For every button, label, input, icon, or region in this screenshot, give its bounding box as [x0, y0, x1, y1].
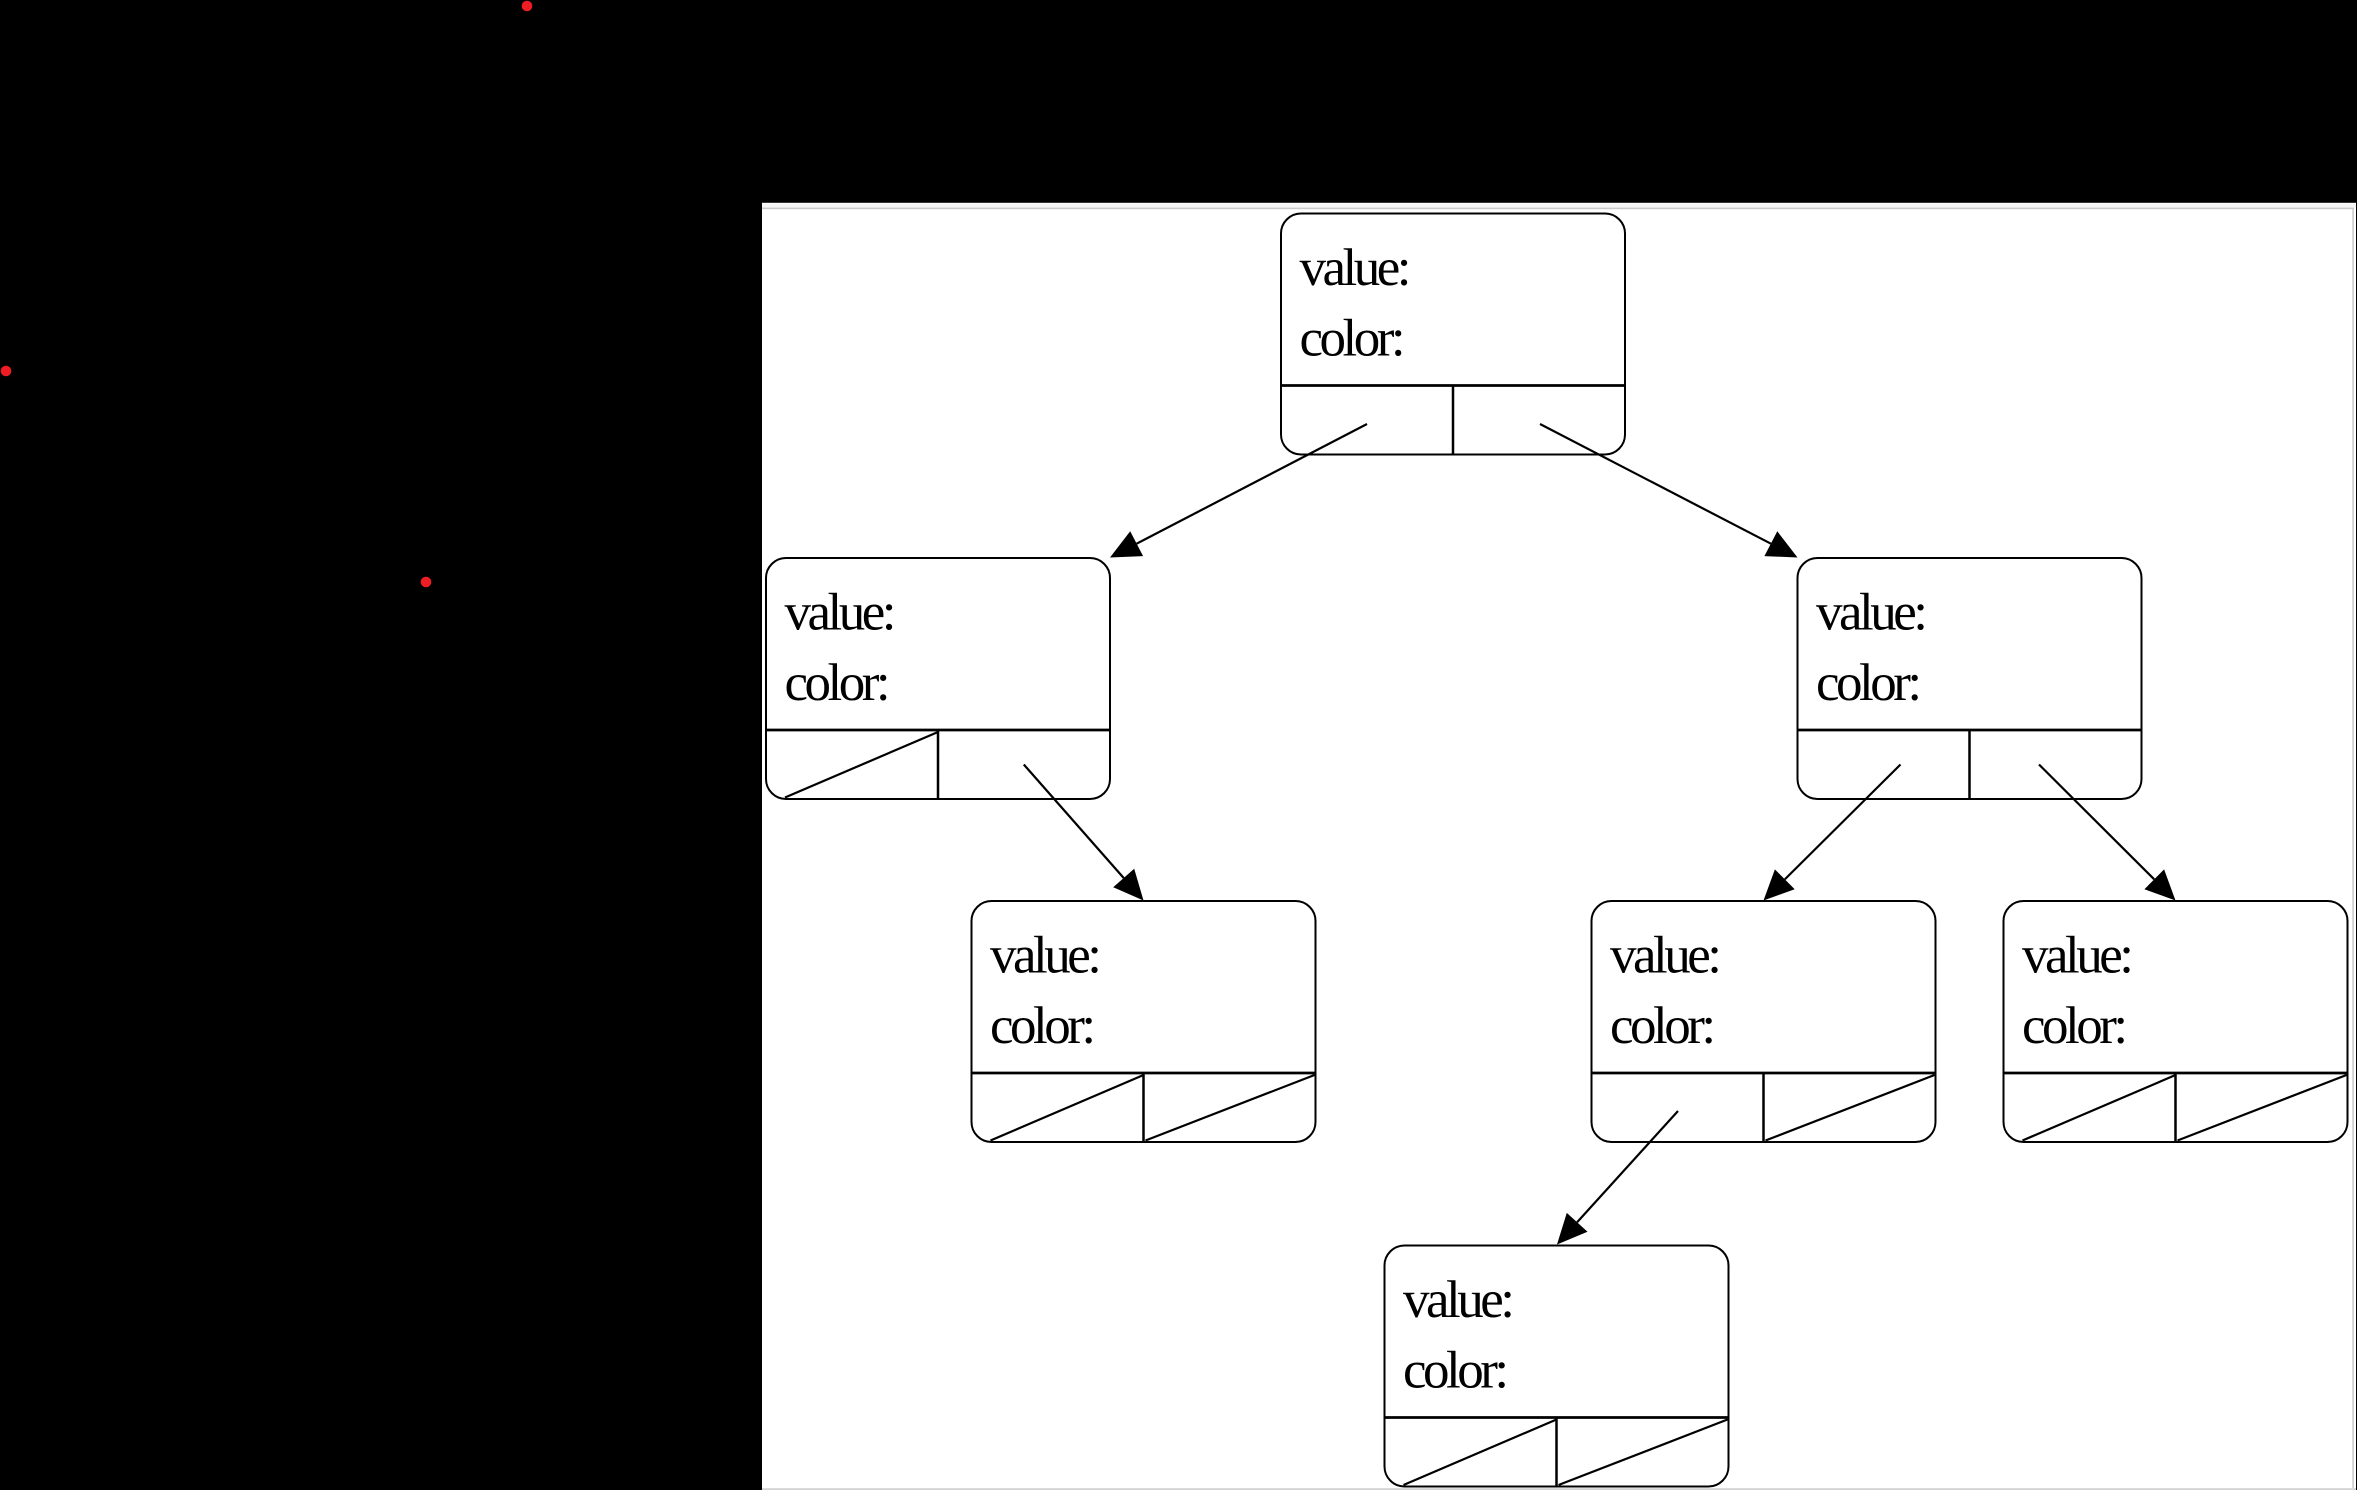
svg-text:value:: value: — [990, 927, 1099, 985]
svg-text:color:: color: — [990, 997, 1093, 1055]
svg-text:color:: color: — [1816, 654, 1919, 712]
svg-text:value:: value: — [785, 584, 894, 642]
svg-text:color:: color: — [1403, 1342, 1506, 1400]
svg-text:value:: value: — [1816, 584, 1925, 642]
svg-text:color:: color: — [1610, 997, 1713, 1055]
svg-text:color:: color: — [785, 654, 888, 712]
svg-text:color:: color: — [2022, 997, 2125, 1055]
svg-text:value:: value: — [1403, 1271, 1512, 1329]
svg-text:color:: color: — [1300, 310, 1403, 368]
svg-text:value:: value: — [1300, 239, 1409, 297]
svg-text:value:: value: — [2022, 927, 2131, 985]
svg-text:value:: value: — [1610, 927, 1719, 985]
